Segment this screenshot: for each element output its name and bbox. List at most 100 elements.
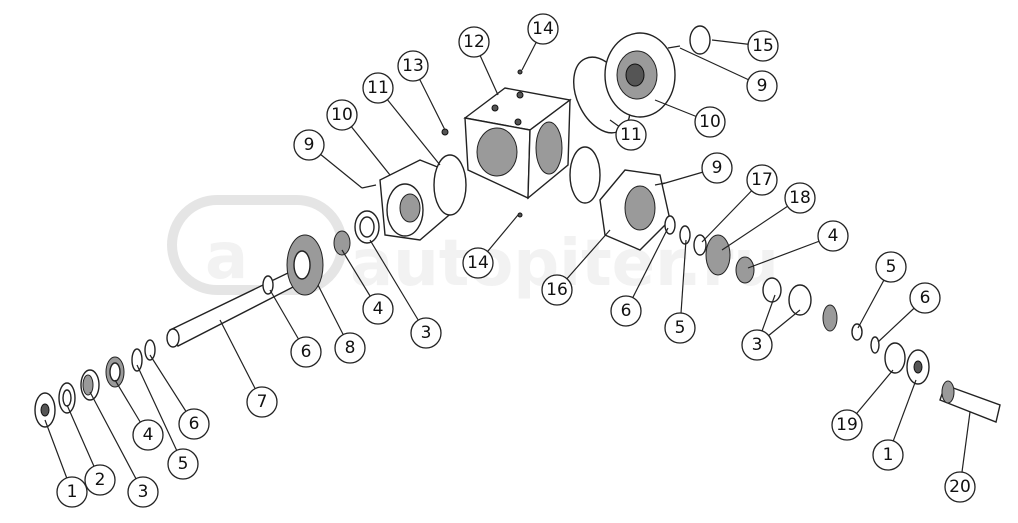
callout-circle <box>664 312 696 344</box>
callout-number: 6 <box>301 342 312 362</box>
callout-circle <box>694 106 726 138</box>
callout-1: 1 <box>56 476 88 508</box>
callout-6: 6 <box>290 336 322 368</box>
callout-number: 3 <box>138 482 149 502</box>
callout-10: 10 <box>694 106 726 138</box>
callout-circle <box>741 329 773 361</box>
callout-number: 11 <box>620 125 642 145</box>
callout-9: 9 <box>701 152 733 184</box>
callout-number: 5 <box>178 454 189 474</box>
callout-8: 8 <box>334 332 366 364</box>
left-flange <box>361 128 467 241</box>
callout-number: 6 <box>189 414 200 434</box>
callout-circle <box>362 72 394 104</box>
callout-number: 4 <box>143 425 154 445</box>
callout-circle <box>293 129 325 161</box>
callout-circle <box>178 408 210 440</box>
callout-circle <box>872 439 904 471</box>
callout-11: 11 <box>615 119 647 151</box>
left-shaft-assembly <box>34 210 380 428</box>
callout-4: 4 <box>132 419 164 451</box>
watermark-logo: a <box>205 220 248 294</box>
callout-circle <box>397 50 429 82</box>
callout-number: 1 <box>883 445 894 465</box>
callout-7: 7 <box>246 386 278 418</box>
callout-9: 9 <box>746 70 778 102</box>
callout-6: 6 <box>610 295 642 327</box>
callout-4: 4 <box>362 293 394 325</box>
callout-3: 3 <box>127 476 159 508</box>
callout-number: 18 <box>789 188 811 208</box>
callout-2: 2 <box>84 464 116 496</box>
callout-18: 18 <box>784 182 816 214</box>
callout-circle <box>56 476 88 508</box>
callout-circle <box>334 332 366 364</box>
callout-number: 15 <box>752 36 774 56</box>
callout-circle <box>290 336 322 368</box>
callout-number: 2 <box>95 470 106 490</box>
leader-line <box>369 239 427 334</box>
callout-number: 1 <box>67 482 78 502</box>
callout-number: 13 <box>402 56 424 76</box>
callout-10: 10 <box>326 99 358 131</box>
callout-number: 5 <box>675 318 686 338</box>
callout-19: 19 <box>831 409 863 441</box>
right-top-cover <box>604 25 711 118</box>
callout-circle <box>610 295 642 327</box>
callout-circle <box>167 448 199 480</box>
callout-number: 10 <box>699 112 721 132</box>
callout-number: 3 <box>421 323 432 343</box>
callout-circle <box>831 409 863 441</box>
callout-circle <box>326 99 358 131</box>
callout-circle <box>462 247 494 279</box>
callout-5: 5 <box>664 312 696 344</box>
callout-circle <box>246 386 278 418</box>
callout-12: 12 <box>458 26 490 58</box>
callout-number: 4 <box>828 226 839 246</box>
callout-5: 5 <box>167 448 199 480</box>
callout-number: 20 <box>949 477 971 497</box>
callout-number: 6 <box>621 301 632 321</box>
callout-number: 19 <box>836 415 858 435</box>
callout-14: 14 <box>462 247 494 279</box>
callout-circle <box>362 293 394 325</box>
callout-13: 13 <box>397 50 429 82</box>
callout-number: 16 <box>546 280 568 300</box>
callout-number: 9 <box>712 158 723 178</box>
callout-20: 20 <box>944 471 976 503</box>
callout-circle <box>84 464 116 496</box>
callout-6: 6 <box>909 282 941 314</box>
callout-11: 11 <box>362 72 394 104</box>
callout-circle <box>875 251 907 283</box>
callout-number: 10 <box>331 105 353 125</box>
callout-9: 9 <box>293 129 325 161</box>
callout-circle <box>615 119 647 151</box>
callout-17: 17 <box>746 164 778 196</box>
callout-number: 17 <box>751 170 773 190</box>
callout-1: 1 <box>872 439 904 471</box>
callout-16: 16 <box>541 274 573 306</box>
callout-15: 15 <box>747 30 779 62</box>
callout-3: 3 <box>741 329 773 361</box>
callout-circle <box>127 476 159 508</box>
callout-number: 11 <box>367 78 389 98</box>
callout-circle <box>541 274 573 306</box>
callout-circle <box>746 164 778 196</box>
callout-circle <box>747 30 779 62</box>
callout-number: 14 <box>532 19 554 39</box>
callout-circle <box>458 26 490 58</box>
callout-6: 6 <box>178 408 210 440</box>
callout-circle <box>132 419 164 451</box>
callout-circle <box>701 152 733 184</box>
callout-5: 5 <box>875 251 907 283</box>
callout-circle <box>944 471 976 503</box>
right-assembly <box>599 169 1001 423</box>
leader-line <box>377 87 441 166</box>
leader-line <box>136 364 184 465</box>
callout-circle <box>410 317 442 349</box>
leader-line <box>89 391 144 493</box>
callout-number: 7 <box>257 392 268 412</box>
